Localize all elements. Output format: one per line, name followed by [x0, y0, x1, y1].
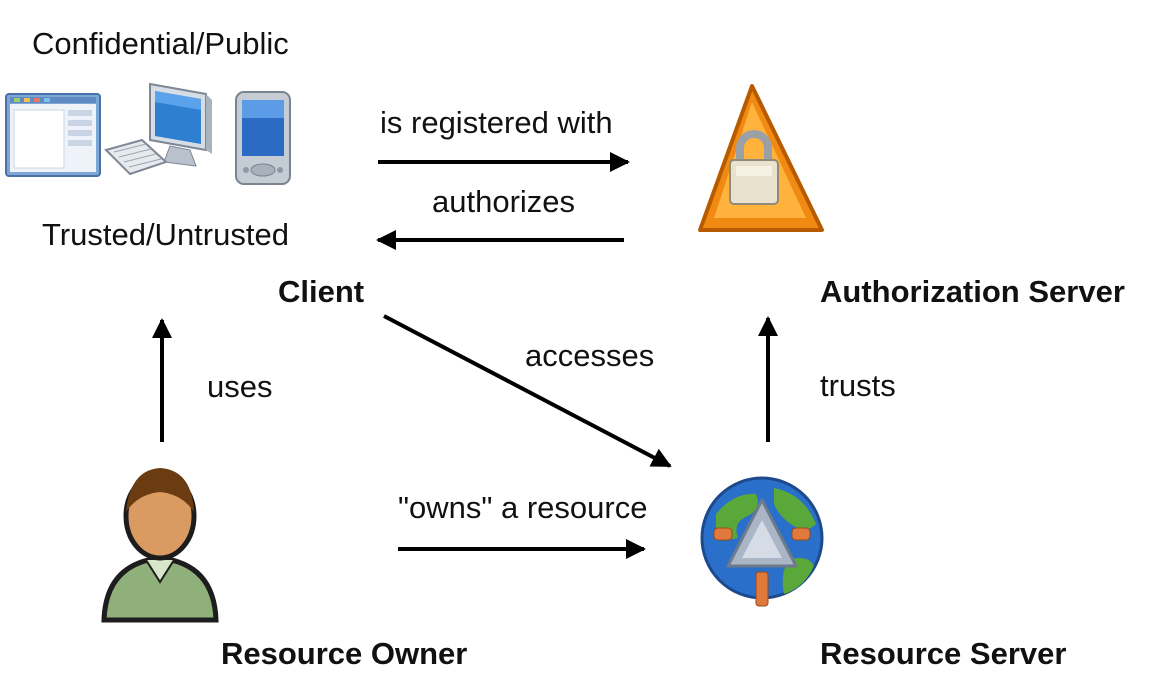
user-icon	[101, 468, 219, 623]
client-trust-label: Trusted/Untrusted	[42, 217, 289, 252]
client-title: Client	[278, 274, 365, 309]
accesses-label: accesses	[525, 338, 655, 373]
desktop-computer-icon	[104, 82, 212, 176]
resource-server-title: Resource Server	[820, 636, 1067, 671]
pda-icon	[235, 91, 291, 185]
trusts-label: trusts	[820, 368, 896, 403]
client-type-label: Confidential/Public	[32, 26, 289, 61]
lock-warning-icon	[698, 84, 824, 232]
owns-resource-label: "owns" a resource	[398, 490, 648, 525]
registered-with-label: is registered with	[380, 105, 613, 140]
authorization-server-title: Authorization Server	[820, 274, 1125, 309]
browser-window-icon	[5, 93, 101, 177]
arrow-accesses	[383, 314, 672, 468]
resource-owner-title: Resource Owner	[221, 636, 468, 671]
uses-label: uses	[207, 369, 273, 404]
authorizes-label: authorizes	[432, 184, 576, 219]
globe-icon	[700, 476, 824, 607]
